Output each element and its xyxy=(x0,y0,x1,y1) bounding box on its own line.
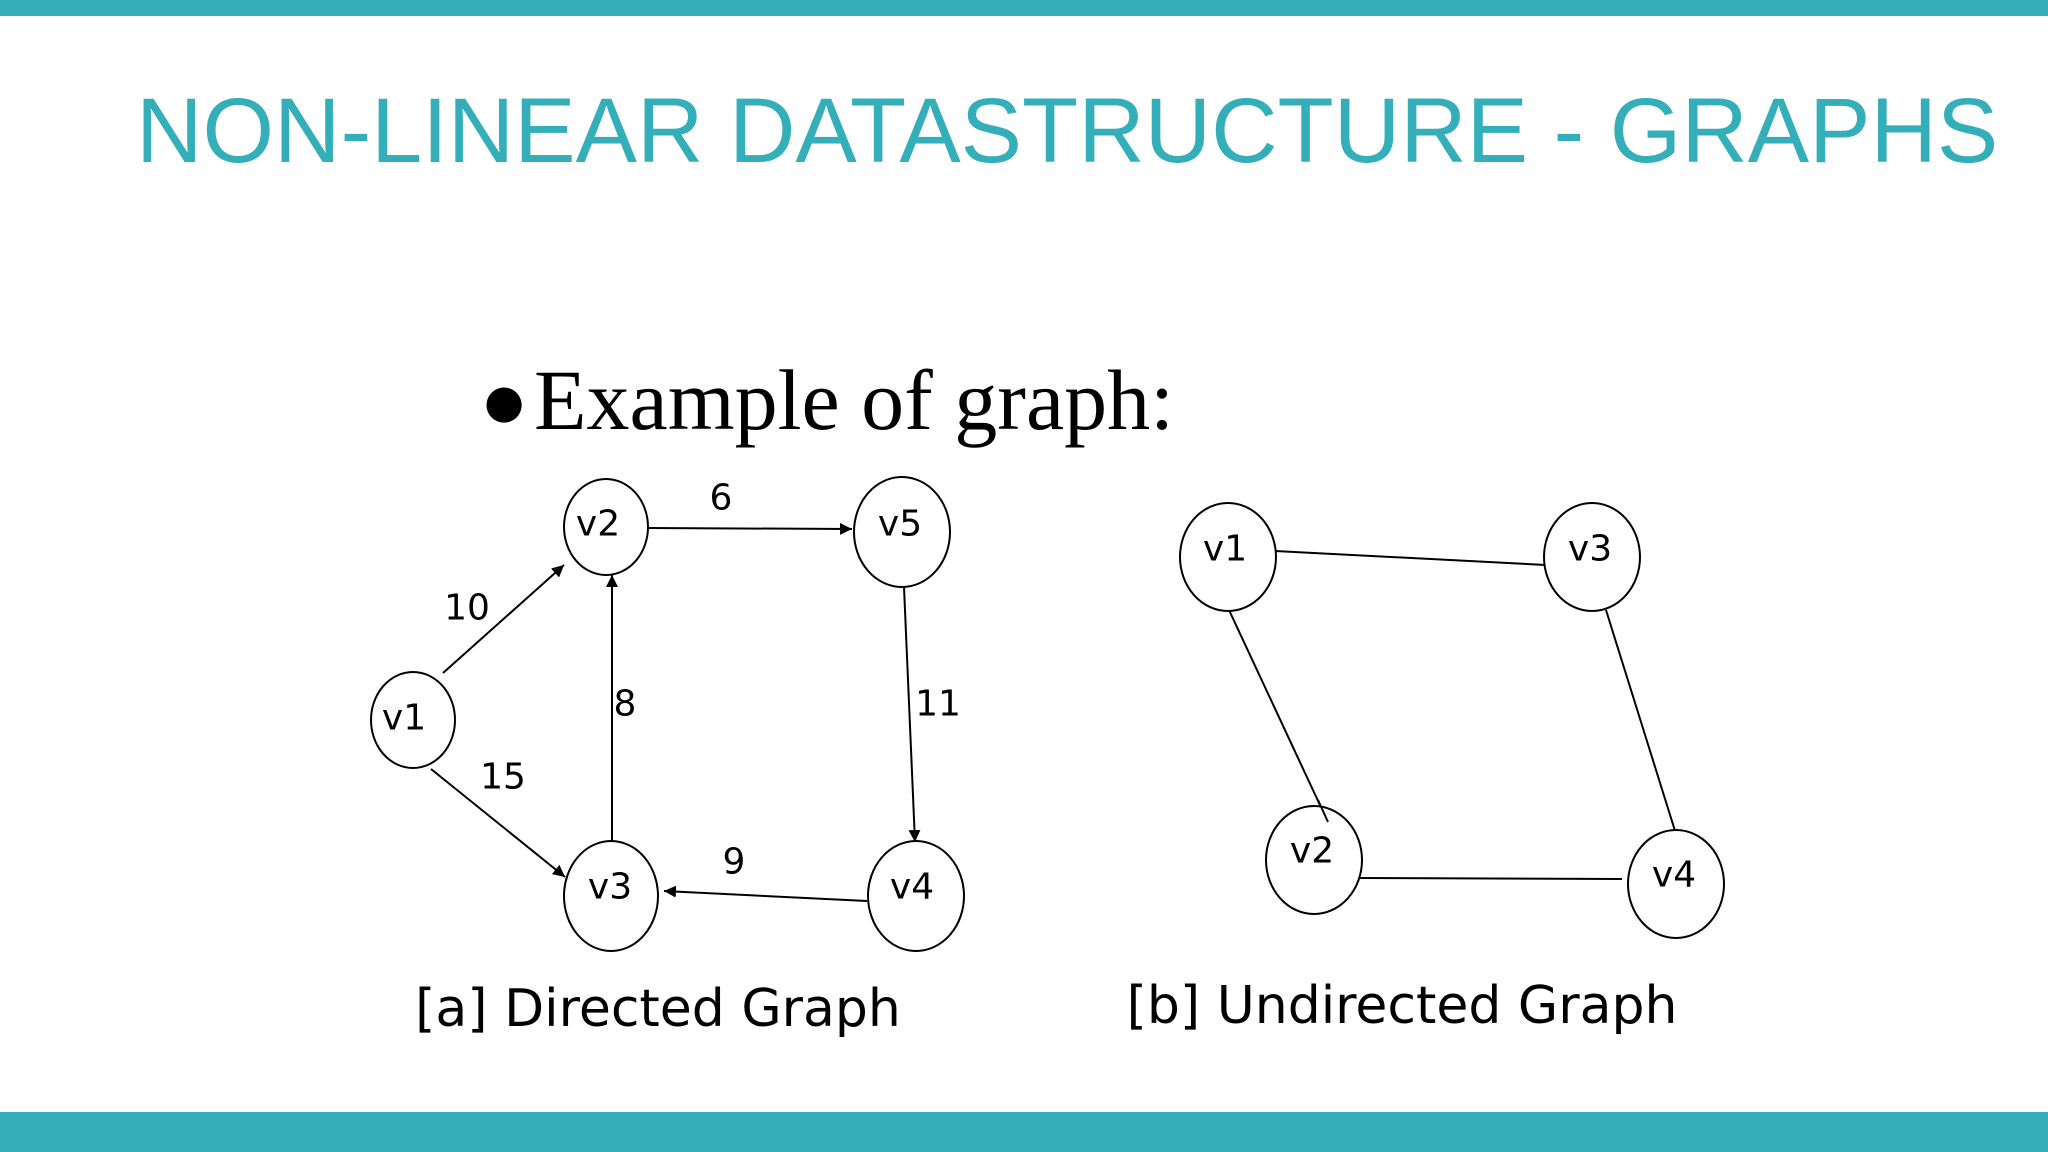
node-label-v1: v1 xyxy=(382,698,426,739)
node-label-v4: v4 xyxy=(890,867,934,908)
bottom-accent-bar xyxy=(0,1112,2048,1152)
undirected-graph-caption: [b] Undirected Graph xyxy=(1127,976,1678,1036)
node-v4-circle xyxy=(1627,829,1725,939)
bullet-text: Example of graph: xyxy=(534,352,1175,448)
edge-v1-v3 xyxy=(1274,550,1547,566)
node-v3-circle xyxy=(563,840,659,952)
weight-label-v2-v5: 6 xyxy=(710,478,733,519)
node-label-v4: v4 xyxy=(1652,855,1696,896)
node-v3-circle xyxy=(1543,502,1641,612)
edge-v2-v5 xyxy=(647,522,853,535)
slide-title: NON-LINEAR DATASTRUCTURE - GRAPHS xyxy=(136,80,1999,182)
edge-v4-v3 xyxy=(663,885,868,902)
edge-v2-v4 xyxy=(1359,877,1623,880)
edge-v3-v4 xyxy=(1605,609,1677,835)
edge-v1-v2-overlap xyxy=(1317,799,1329,823)
weight-label-v5-v4: 11 xyxy=(915,684,961,725)
edge-v1-v2 xyxy=(1228,609,1327,819)
node-label-v3: v3 xyxy=(588,867,632,908)
node-v1-circle xyxy=(1179,502,1277,612)
node-v2-circle xyxy=(1265,805,1363,915)
directed-graph: v1 v2 v3 v4 v5 10 15 8 6 11 9 [a] Direct… xyxy=(370,476,965,1039)
top-accent-bar xyxy=(0,0,2048,16)
directed-graph-caption: [a] Directed Graph xyxy=(415,979,901,1039)
edge-v5-v4 xyxy=(903,586,921,843)
weight-label-v1-v2: 10 xyxy=(444,588,490,629)
weight-label-v4-v3: 9 xyxy=(723,842,746,883)
node-label-v5: v5 xyxy=(878,504,922,545)
bullet-dot-icon: ● xyxy=(484,374,525,428)
edge-v1-v3 xyxy=(430,768,566,878)
node-label-v1: v1 xyxy=(1203,529,1247,570)
node-v1-circle xyxy=(370,671,456,769)
node-v2-circle xyxy=(563,478,649,576)
node-v5-circle xyxy=(853,476,951,588)
node-label-v2: v2 xyxy=(1290,831,1334,872)
weight-label-v1-v3: 15 xyxy=(480,757,526,798)
node-label-v2: v2 xyxy=(576,504,620,545)
weight-label-v3-v2: 8 xyxy=(614,684,637,725)
node-v4-circle xyxy=(867,840,965,952)
undirected-graph: v1 v2 v3 v4 [b] Undirected Graph xyxy=(1127,502,1725,1036)
node-label-v3: v3 xyxy=(1568,529,1612,570)
edge-v1-v2 xyxy=(442,564,565,674)
